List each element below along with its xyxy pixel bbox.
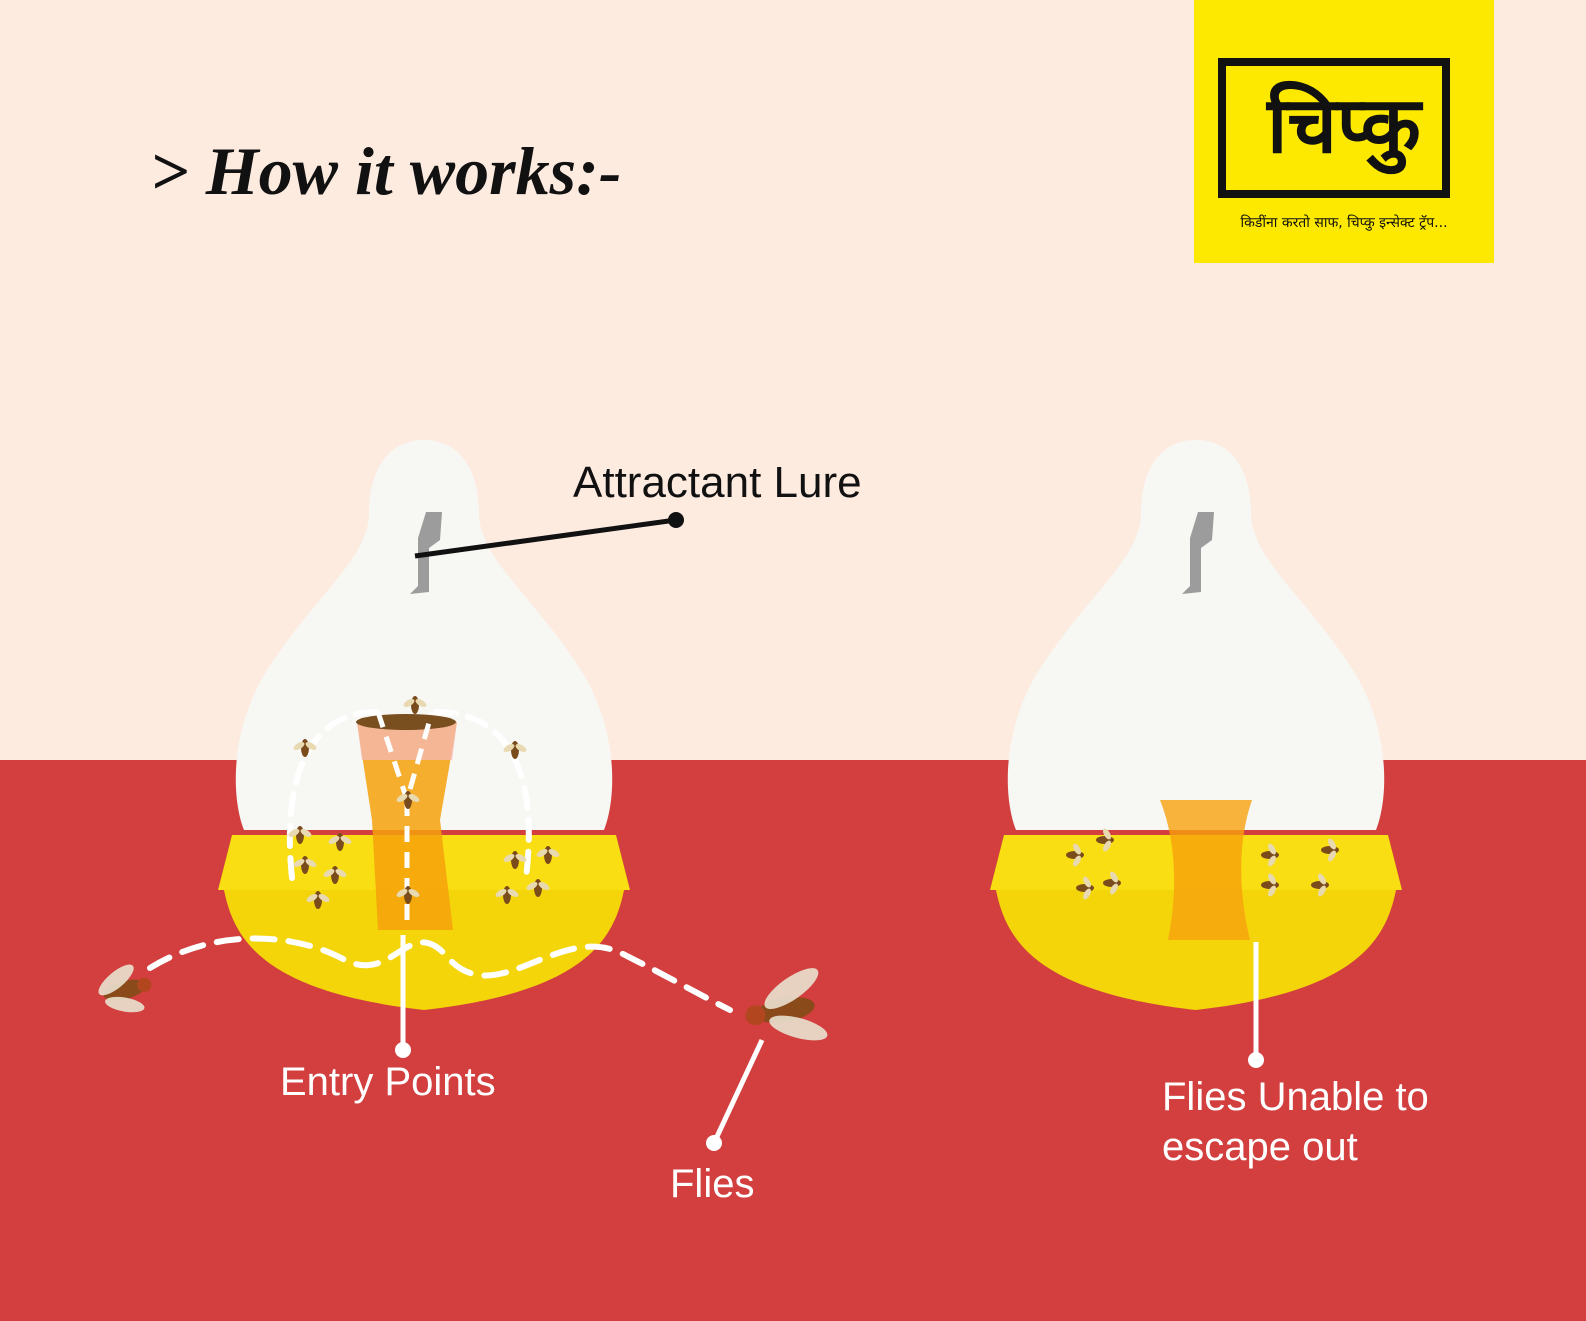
- callout-flies-unable: [1248, 942, 1264, 1068]
- page-title: > How it works:-: [150, 133, 622, 209]
- label-flies: Flies: [670, 1162, 755, 1206]
- left-trap: [218, 440, 630, 1010]
- outside-fly-left: [98, 964, 152, 1013]
- brand-logo: चिप्कु किडींना करतो साफ, चिप्कु इन्सेक्ट…: [1194, 0, 1494, 263]
- right-funnel: [1160, 800, 1252, 940]
- label-flies-unable-line2: escape out: [1162, 1125, 1358, 1169]
- label-attractant-lure: Attractant Lure: [573, 458, 862, 507]
- right-trap: [990, 440, 1402, 1010]
- label-entry-points: Entry Points: [280, 1060, 496, 1104]
- fly-flight-path: [147, 935, 733, 1013]
- logo-frame: [1218, 58, 1450, 198]
- callout-flies: [706, 1038, 765, 1151]
- logo-tagline: किडींना करतो साफ, चिप्कु इन्सेक्ट ट्रॅप.…: [1240, 215, 1448, 231]
- label-flies-unable-line1: Flies Unable to: [1162, 1075, 1429, 1119]
- callout-entry-points: [395, 935, 411, 1058]
- callout-attractant-lure: [414, 512, 684, 559]
- outside-fly-right: [745, 968, 828, 1041]
- logo-mark: चिप्कु: [1267, 81, 1421, 171]
